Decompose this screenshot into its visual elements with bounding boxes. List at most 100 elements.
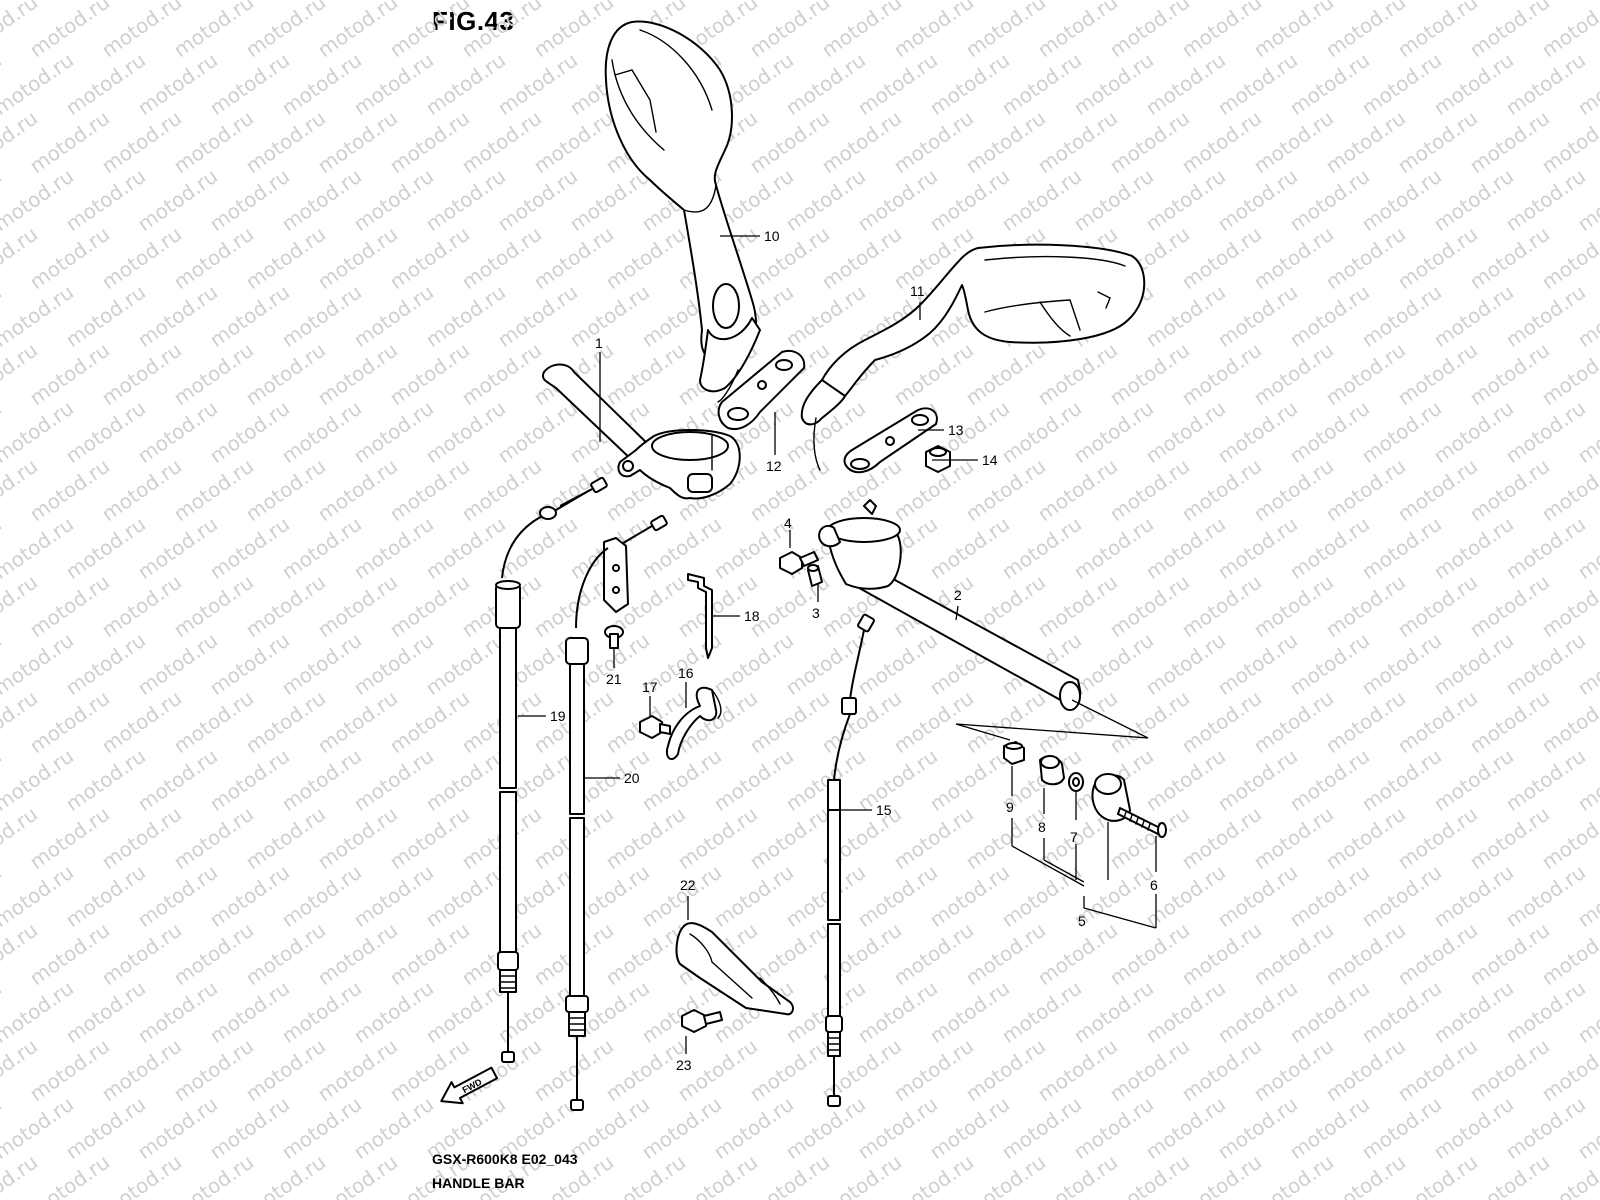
watermark-text: motod.ru: [313, 918, 402, 990]
watermark-text: motod.ru: [997, 1092, 1086, 1164]
watermark-text: motod.ru: [1069, 1092, 1158, 1164]
watermark-text: motod.ru: [205, 164, 294, 236]
watermark-text: motod.ru: [1141, 976, 1230, 1048]
watermark-text: motod.ru: [25, 222, 114, 294]
watermark-text: motod.ru: [349, 164, 438, 236]
watermark-text: motod.ru: [205, 976, 294, 1048]
callout-22: 22: [680, 877, 696, 893]
watermark-text: motod.ru: [493, 48, 582, 120]
watermark-text: motod.ru: [169, 570, 258, 642]
bolt[interactable]: [639, 715, 671, 739]
watermark-text: motod.ru: [241, 686, 330, 758]
watermark-text: motod.ru: [313, 686, 402, 758]
watermark-text: motod.ru: [1213, 744, 1302, 816]
watermark-text: motod.ru: [277, 164, 366, 236]
watermark-text: motod.ru: [385, 802, 474, 874]
watermark-text: motod.ru: [385, 106, 474, 178]
watermark-text: motod.ru: [457, 106, 546, 178]
watermark-text: motod.ru: [1321, 338, 1410, 410]
watermark-text: motod.ru: [61, 280, 150, 352]
throttle-cable-return[interactable]: [565, 514, 668, 1111]
screw[interactable]: [604, 625, 624, 649]
watermark-text: motod.ru: [1177, 106, 1266, 178]
mirror-right[interactable]: [800, 243, 1146, 471]
watermark-text: motod.ru: [997, 860, 1086, 932]
dowel-pin[interactable]: [807, 564, 823, 587]
watermark-text: motod.ru: [385, 222, 474, 294]
balancer-nut[interactable]: [1003, 741, 1025, 765]
mirror-bracket-left[interactable]: [717, 350, 806, 430]
watermark-text: motod.ru: [1465, 106, 1554, 178]
watermark-text: motod.ru: [133, 744, 222, 816]
watermark-text: motod.ru: [1357, 1092, 1446, 1164]
mirror-bracket-right[interactable]: [843, 407, 938, 474]
watermark-text: motod.ru: [601, 338, 690, 410]
watermark-text: motod.ru: [853, 744, 942, 816]
watermark-text: motod.ru: [1285, 164, 1374, 236]
watermark-text: motod.ru: [853, 628, 942, 700]
watermark-text: motod.ru: [781, 1092, 870, 1164]
watermark-text: motod.ru: [61, 48, 150, 120]
watermark-text: motod.ru: [1501, 164, 1590, 236]
watermark-text: motod.ru: [1393, 686, 1482, 758]
clutch-cable[interactable]: [825, 613, 875, 1107]
watermark-text: motod.ru: [997, 48, 1086, 120]
washer[interactable]: [1068, 772, 1084, 792]
balancer-screw[interactable]: [1117, 807, 1167, 838]
watermark-text: motod.ru: [1069, 628, 1158, 700]
watermark-text: motod.ru: [1321, 454, 1410, 526]
watermark-text: motod.ru: [277, 744, 366, 816]
watermark-text: motod.ru: [61, 164, 150, 236]
pin[interactable]: [687, 573, 713, 659]
handlebar-right[interactable]: [818, 499, 1082, 711]
watermark-text: motod.ru: [1465, 454, 1554, 526]
watermark-text: motod.ru: [745, 106, 834, 178]
callout-2: 2: [954, 587, 962, 603]
handlebar-left[interactable]: [542, 363, 741, 500]
watermark-text: motod.ru: [961, 454, 1050, 526]
bolt[interactable]: [681, 1009, 723, 1033]
figure-title: FIG.43: [432, 6, 515, 36]
watermark-text: motod.ru: [421, 860, 510, 932]
watermark-text: motod.ru: [1033, 106, 1122, 178]
watermark-text: motod.ru: [61, 1092, 150, 1164]
watermark-text: motod.ru: [421, 280, 510, 352]
watermark-text: motod.ru: [709, 628, 798, 700]
watermark-text: motod.ru: [1465, 1034, 1554, 1106]
callout-11: 11: [910, 283, 925, 299]
throttle-cable-pull[interactable]: [495, 476, 608, 1063]
watermark-text: motod.ru: [133, 512, 222, 584]
nut[interactable]: [925, 445, 951, 473]
watermark-text: motod.ru: [601, 222, 690, 294]
watermark-text: motod.ru: [997, 396, 1086, 468]
watermark-text: motod.ru: [1357, 860, 1446, 932]
watermark-text: motod.ru: [1249, 918, 1338, 990]
damper[interactable]: [1039, 755, 1065, 786]
callout-14: 14: [982, 452, 998, 468]
cable-clamp[interactable]: [666, 686, 722, 761]
watermark-text: motod.ru: [781, 280, 870, 352]
watermark-text: motod.ru: [1177, 686, 1266, 758]
watermark-text: motod.ru: [1285, 396, 1374, 468]
watermark-text: motod.ru: [1213, 396, 1302, 468]
watermark-text: motod.ru: [421, 164, 510, 236]
watermark-text: motod.ru: [1393, 222, 1482, 294]
watermark-text: motod.ru: [313, 106, 402, 178]
watermark-text: motod.ru: [241, 918, 330, 990]
cable-guide[interactable]: [675, 922, 794, 1016]
watermark-text: motod.ru: [1501, 48, 1590, 120]
callout-9: 9: [1006, 799, 1014, 815]
watermark-text: motod.ru: [421, 744, 510, 816]
watermark-text: motod.ru: [529, 1034, 618, 1106]
watermark-text: motod.ru: [1141, 164, 1230, 236]
watermark-text: motod.ru: [61, 628, 150, 700]
watermark-text: motod.ru: [277, 396, 366, 468]
watermark-text: motod.ru: [1429, 860, 1518, 932]
watermark-text: motod.ru: [1429, 512, 1518, 584]
watermark-text: motod.ru: [1069, 164, 1158, 236]
mirror-left[interactable]: [604, 20, 761, 403]
watermark-text: motod.ru: [133, 628, 222, 700]
watermark-text: motod.ru: [673, 570, 762, 642]
clamp-bolt[interactable]: [779, 551, 819, 575]
callout-13: 13: [948, 422, 964, 438]
